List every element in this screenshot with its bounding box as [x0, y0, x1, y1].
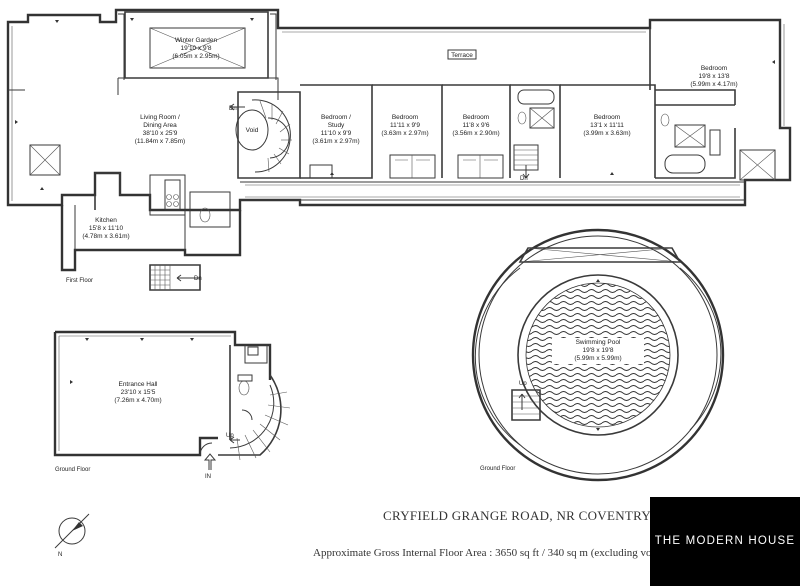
ground-floor-entrance-labels: Entrance Hall 23'10 x 15'5 (7.26m x 4.70… [55, 381, 234, 480]
winter-garden-name: Winter Garden [175, 37, 218, 44]
first-floor-label: First Floor [66, 278, 93, 284]
terrace-label: Terrace [451, 52, 473, 59]
living-room-name-2: Dining Area [143, 122, 177, 129]
brand-logo: THE MODERN HOUSE [650, 497, 800, 586]
stair-dn-mid: Dn [520, 176, 528, 182]
study-imperial: 11'10 x 9'9 [321, 130, 352, 137]
ground-floor-pool-labels: Swimming Pool 19'8 x 19'8 (5.99m x 5.99m… [480, 339, 622, 472]
bedroom-3-metric: (3.56m x 2.90m) [452, 130, 499, 137]
bedroom-4-name: Bedroom [594, 114, 620, 121]
ground-floor-label-right: Ground Floor [480, 466, 515, 472]
void-label: Void [246, 127, 259, 134]
kitchen-imperial: 15'8 x 11'10 [89, 225, 124, 232]
brand-name: THE MODERN HOUSE [654, 535, 796, 547]
living-room-metric: (11.84m x 7.85m) [135, 138, 185, 145]
master-bedroom-name: Bedroom [701, 65, 727, 72]
bedroom-3-name: Bedroom [463, 114, 489, 121]
bedroom-3-imperial: 11'8 x 9'6 [463, 122, 490, 129]
stair-dn-living: Dn [229, 106, 237, 112]
master-bedroom-metric: (5.99m x 4.17m) [690, 81, 737, 88]
living-room-name-1: Living Room / [140, 114, 180, 121]
north-compass: N [54, 513, 90, 558]
entrance-hall-name: Entrance Hall [118, 381, 158, 388]
winter-garden-imperial: 19'10 x 9'8 [180, 45, 211, 52]
study-name-2: Study [328, 122, 345, 129]
ground-floor-pool-plan [471, 228, 725, 482]
kitchen-name: Kitchen [95, 217, 117, 224]
first-floor-labels: Winter Garden 19'10 x 9'8 (6.05m x 2.95m… [66, 37, 738, 284]
stair-up-entrance: Up [226, 433, 234, 439]
entrance-in-label: IN [205, 474, 211, 480]
stair-up-pool: Up [519, 381, 527, 387]
entrance-hall-metric: (7.26m x 4.70m) [114, 397, 161, 404]
bedroom-2-imperial: 11'11 x 9'9 [390, 122, 420, 129]
bedroom-4-imperial: 13'1 x 11'11 [590, 122, 624, 129]
ground-floor-entrance-plan [53, 330, 291, 470]
floor-area-note: Approximate Gross Internal Floor Area : … [313, 547, 664, 559]
winter-garden-metric: (6.05m x 2.95m) [172, 53, 219, 60]
kitchen-metric: (4.78m x 3.61m) [82, 233, 129, 240]
study-name-1: Bedroom / [321, 114, 351, 121]
bedroom-4-metric: (3.99m x 3.63m) [583, 130, 630, 137]
ground-floor-label-left: Ground Floor [55, 467, 90, 473]
study-metric: (3.61m x 2.97m) [312, 138, 359, 145]
living-room-imperial: 38'10 x 25'9 [143, 130, 178, 137]
stair-dn-first: Dn [194, 276, 202, 282]
property-address: CRYFIELD GRANGE ROAD, NR COVENTRY CV4 [383, 508, 680, 523]
bedroom-2-name: Bedroom [392, 114, 418, 121]
pool-metric: (5.99m x 5.99m) [574, 355, 621, 362]
first-floor-plan [6, 8, 792, 291]
bedroom-2-metric: (3.63m x 2.97m) [381, 130, 428, 137]
pool-imperial: 19'8 x 19'8 [582, 347, 613, 354]
pool-name: Swimming Pool [576, 339, 621, 346]
compass-north-label: N [58, 552, 62, 558]
master-bedroom-imperial: 19'8 x 13'8 [698, 73, 729, 80]
entrance-hall-imperial: 23'10 x 15'5 [121, 389, 156, 396]
